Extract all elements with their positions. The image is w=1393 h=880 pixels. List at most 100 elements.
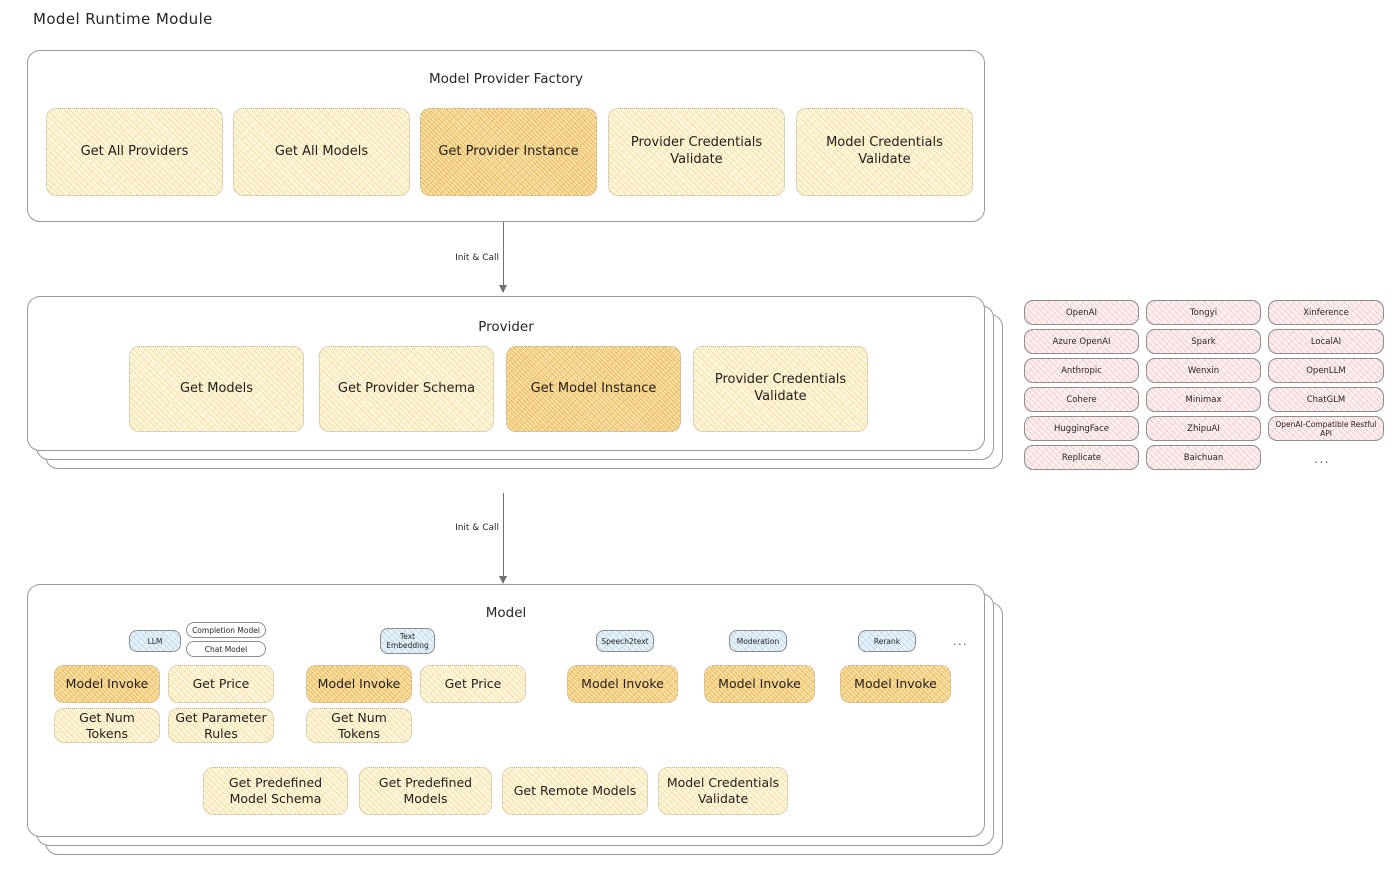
model-container: Model LLM Completion Model Chat Model Te…	[27, 584, 1003, 855]
provider-chip-openai-compatible-restful-api[interactable]: OpenAI-Compatible Restful API	[1268, 416, 1384, 441]
provider-chip-anthropic[interactable]: Anthropic	[1024, 358, 1139, 383]
model-type-pill-llm[interactable]: LLM	[129, 630, 181, 652]
factory-panel: Model Provider Factory Get All Providers…	[27, 50, 985, 222]
node-label: Get Model Instance	[530, 380, 657, 396]
factory-node-get-provider-instance[interactable]: Get Provider Instance	[420, 108, 597, 196]
model-subtype-pill-completion-model[interactable]: Completion Model	[186, 622, 266, 638]
provider-node-get-provider-schema[interactable]: Get Provider Schema	[319, 346, 494, 432]
pill-label: Completion Model	[192, 625, 260, 635]
arrow-shaft	[503, 493, 505, 576]
provider-chip-spark[interactable]: Spark	[1146, 329, 1261, 354]
node-label: Get Num Tokens	[79, 709, 135, 741]
chip-label: Replicate	[1061, 452, 1102, 463]
provider-chip-xinference[interactable]: Xinference	[1268, 300, 1384, 325]
provider-chip-cohere[interactable]: Cohere	[1024, 387, 1139, 412]
model-panel: Model LLM Completion Model Chat Model Te…	[27, 584, 985, 837]
provider-chip-baichuan[interactable]: Baichuan	[1146, 445, 1261, 470]
arrow-label: Init & Call	[455, 523, 499, 533]
model-node-get-predefined-model-schema[interactable]: Get Predefined Model Schema	[203, 767, 348, 815]
factory-title: Model Provider Factory	[428, 71, 583, 87]
node-label: Model Invoke	[854, 676, 937, 691]
provider-chip-replicate[interactable]: Replicate	[1024, 445, 1139, 470]
model-node-model-credentials-validate[interactable]: Model Credentials Validate	[658, 767, 788, 815]
chip-label: ChatGLM	[1306, 394, 1346, 405]
chip-label: OpenAI-Compatible Restful API	[1275, 419, 1377, 438]
pill-label: Chat Model	[204, 644, 248, 654]
provider-chip-minimax[interactable]: Minimax	[1146, 387, 1261, 412]
provider-node-provider-credentials-validate[interactable]: Provider Credentials Validate	[693, 346, 868, 432]
chip-label: Wenxin	[1187, 365, 1220, 376]
model-subtype-pill-chat-model[interactable]: Chat Model	[186, 641, 266, 657]
node-label: Model Invoke	[65, 676, 149, 691]
node-label: Model Invoke	[718, 676, 801, 691]
model-node-moderation-model-invoke[interactable]: Model Invoke	[704, 665, 815, 703]
model-node-llm-get-num-tokens[interactable]: Get Num Tokens	[54, 708, 160, 743]
model-node-llm-model-invoke[interactable]: Model Invoke	[54, 665, 160, 703]
chip-label: Azure OpenAI	[1052, 336, 1111, 347]
model-title: Model	[485, 605, 527, 621]
chip-label: ZhipuAI	[1187, 423, 1220, 434]
node-label: Get Num Tokens	[331, 709, 387, 741]
arrow-shaft	[503, 222, 505, 285]
model-node-text-embedding-model-invoke[interactable]: Model Invoke	[306, 665, 412, 703]
provider-node-get-model-instance[interactable]: Get Model Instance	[506, 346, 681, 432]
model-type-pill-speech2text[interactable]: Speech2text	[596, 630, 654, 652]
model-node-get-predefined-models[interactable]: Get Predefined Models	[359, 767, 492, 815]
arrow-label: Init & Call	[455, 253, 499, 263]
model-node-get-remote-models[interactable]: Get Remote Models	[502, 767, 648, 815]
model-node-llm-get-parameter-rules[interactable]: Get Parameter Rules	[168, 708, 274, 743]
node-label: Get All Providers	[80, 143, 189, 159]
provider-chip-openllm[interactable]: OpenLLM	[1268, 358, 1384, 383]
provider-chip-chatglm[interactable]: ChatGLM	[1268, 387, 1384, 412]
pill-label: Speech2text	[601, 636, 649, 646]
factory-node-get-all-providers[interactable]: Get All Providers	[46, 108, 223, 196]
model-type-pill-moderation[interactable]: Moderation	[729, 630, 787, 652]
node-label: Provider Credentials Validate	[630, 135, 763, 167]
pill-label: LLM	[147, 636, 163, 646]
provider-chip-wenxin[interactable]: Wenxin	[1146, 358, 1261, 383]
pill-label: Text Embedding	[386, 632, 429, 650]
node-label: Get Provider Instance	[438, 143, 579, 159]
pill-label: Rerank	[873, 636, 901, 646]
factory-node-provider-credentials-validate[interactable]: Provider Credentials Validate	[608, 108, 785, 196]
provider-chip-localai[interactable]: LocalAI	[1268, 329, 1384, 354]
provider-implementations-list: OpenAI Azure OpenAI Anthropic Cohere Hug…	[1024, 300, 1384, 480]
arrow-head-icon	[498, 576, 507, 584]
model-types-ellipsis: ...	[953, 635, 968, 648]
provider-chip-tongyi[interactable]: Tongyi	[1146, 300, 1261, 325]
arrow-head-icon	[498, 285, 507, 293]
chip-label: OpenAI	[1065, 307, 1098, 318]
factory-node-model-credentials-validate[interactable]: Model Credentials Validate	[796, 108, 973, 196]
provider-node-get-models[interactable]: Get Models	[129, 346, 304, 432]
chip-label: Xinference	[1303, 307, 1349, 318]
model-node-text-embedding-get-price[interactable]: Get Price	[420, 665, 526, 703]
node-label: Model Invoke	[317, 676, 401, 691]
node-label: Model Invoke	[581, 676, 664, 691]
model-node-speech2text-model-invoke[interactable]: Model Invoke	[567, 665, 678, 703]
node-label: Provider Credentials Validate	[714, 372, 847, 404]
chip-label: Cohere	[1066, 394, 1097, 405]
provider-chip-azure-openai[interactable]: Azure OpenAI	[1024, 329, 1139, 354]
factory-node-get-all-models[interactable]: Get All Models	[233, 108, 410, 196]
node-label: Model Credentials Validate	[666, 775, 780, 806]
chip-label: Spark	[1191, 336, 1216, 347]
model-node-rerank-model-invoke[interactable]: Model Invoke	[840, 665, 951, 703]
model-node-llm-get-price[interactable]: Get Price	[168, 665, 274, 703]
model-type-pill-text-embedding[interactable]: Text Embedding	[380, 628, 435, 654]
chip-label: HuggingFace	[1054, 423, 1109, 434]
node-label: Get Price	[192, 676, 250, 691]
provider-chip-huggingface[interactable]: HuggingFace	[1024, 416, 1139, 441]
chip-label: Baichuan	[1183, 452, 1224, 463]
node-label: Get All Models	[274, 143, 369, 159]
node-label: Get Models	[179, 380, 254, 396]
provider-panel: Provider Get Models Get Provider Schema …	[27, 296, 985, 451]
node-label: Get Remote Models	[513, 783, 637, 798]
provider-chip-openai[interactable]: OpenAI	[1024, 300, 1139, 325]
node-label: Get Predefined Model Schema	[228, 775, 323, 806]
model-type-pill-rerank[interactable]: Rerank	[858, 630, 916, 652]
node-label: Get Predefined Models	[378, 775, 473, 806]
provider-container: Provider Get Models Get Provider Schema …	[27, 296, 1003, 469]
model-provider-factory-container: Model Provider Factory Get All Providers…	[27, 50, 985, 222]
provider-chip-zhipuai[interactable]: ZhipuAI	[1146, 416, 1261, 441]
model-node-text-embedding-get-num-tokens[interactable]: Get Num Tokens	[306, 708, 412, 743]
